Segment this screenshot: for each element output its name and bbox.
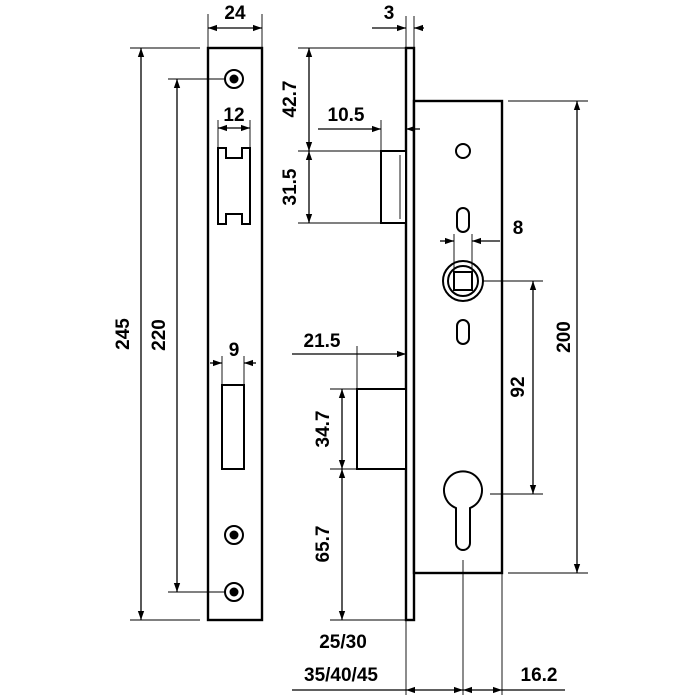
dead-bolt <box>356 388 407 470</box>
dim-latch-hole-width: 12 <box>223 105 244 126</box>
faceplate-front-view <box>206 46 264 622</box>
dim-latch-projection: 10.5 <box>328 105 365 126</box>
dim-bolt-height: 34.7 <box>313 411 334 448</box>
top-screw-hole <box>224 69 244 89</box>
dim-faceplate-width: 24 <box>224 3 246 24</box>
upper-slot <box>456 207 470 233</box>
fixing-hole <box>455 143 471 159</box>
dimension-lines <box>130 14 588 695</box>
dim-backset-options-1: 25/30 <box>319 632 367 653</box>
bottom-screw-hole <box>224 582 244 602</box>
faceplate-outline <box>206 46 264 622</box>
dim-bolt-projection: 21.5 <box>304 331 341 352</box>
dim-latch-height: 31.5 <box>280 168 301 205</box>
lower-slot <box>456 319 470 345</box>
bolt-opening <box>221 384 245 470</box>
dim-latch-top-offset: 42.7 <box>280 81 301 118</box>
dim-square-spindle: 8 <box>513 218 524 239</box>
dim-screw-spacing: 220 <box>149 319 170 351</box>
dim-bolt-hole-width: 9 <box>229 340 240 361</box>
middle-screw-hole <box>224 525 244 545</box>
latch-opening <box>217 147 251 225</box>
dim-total-height: 245 <box>113 318 134 350</box>
latch-bolt <box>380 150 407 224</box>
cylinder-cutout <box>443 470 483 551</box>
dim-cylinder-offset: 16.2 <box>521 665 558 686</box>
spindle-hub <box>442 260 484 302</box>
dimension-labels: 24 3 12 9 245 220 42.7 31.5 10.5 8 200 9… <box>113 3 575 686</box>
lock-body-side-view <box>356 46 504 622</box>
dim-faceplate-thickness: 3 <box>384 3 395 24</box>
dim-backset-options-2: 35/40/45 <box>304 665 378 686</box>
side-faceplate <box>404 46 416 622</box>
dim-spindle-to-cylinder: 92 <box>508 376 529 397</box>
dim-case-height: 200 <box>554 321 575 353</box>
dim-bolt-to-bottom: 65.7 <box>313 526 334 563</box>
